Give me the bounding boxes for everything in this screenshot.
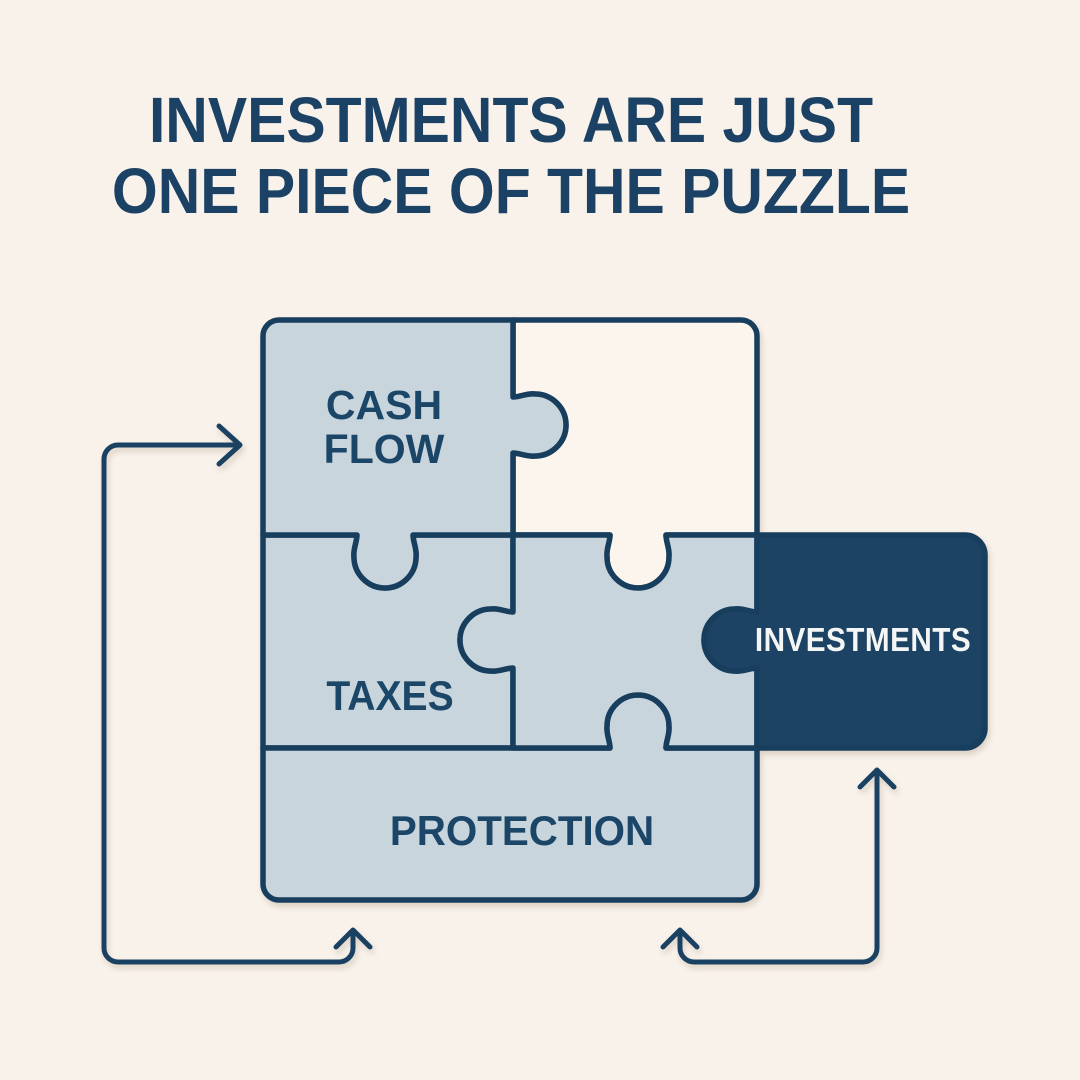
puzzle-piece-cash-flow (260, 317, 569, 591)
investments-label: INVESTMENTS (754, 621, 972, 658)
cash-flow-label-line2: FLOW (323, 426, 445, 472)
arrow-up-icon (333, 927, 373, 950)
page-title: INVESTMENTS ARE JUST ONE PIECE OF THE PU… (41, 85, 981, 227)
puzzle-piece-investments (701, 532, 988, 751)
arrow-right-icon (216, 423, 243, 467)
arrow-up-icon (857, 767, 897, 790)
flow-arrow-right-loop (677, 769, 880, 965)
cash-flow-label-line1: CASH (325, 382, 443, 428)
arrow-up-icon (660, 927, 700, 950)
title-line-1: INVESTMENTS ARE JUST (148, 84, 874, 156)
title-line-2: ONE PIECE OF THE PUZZLE (111, 155, 911, 227)
cash-flow-label: CASH FLOW (324, 383, 445, 471)
flow-arrow-left-loop (101, 442, 356, 965)
protection-label: PROTECTION (389, 807, 655, 854)
taxes-label: TAXES (326, 672, 454, 719)
